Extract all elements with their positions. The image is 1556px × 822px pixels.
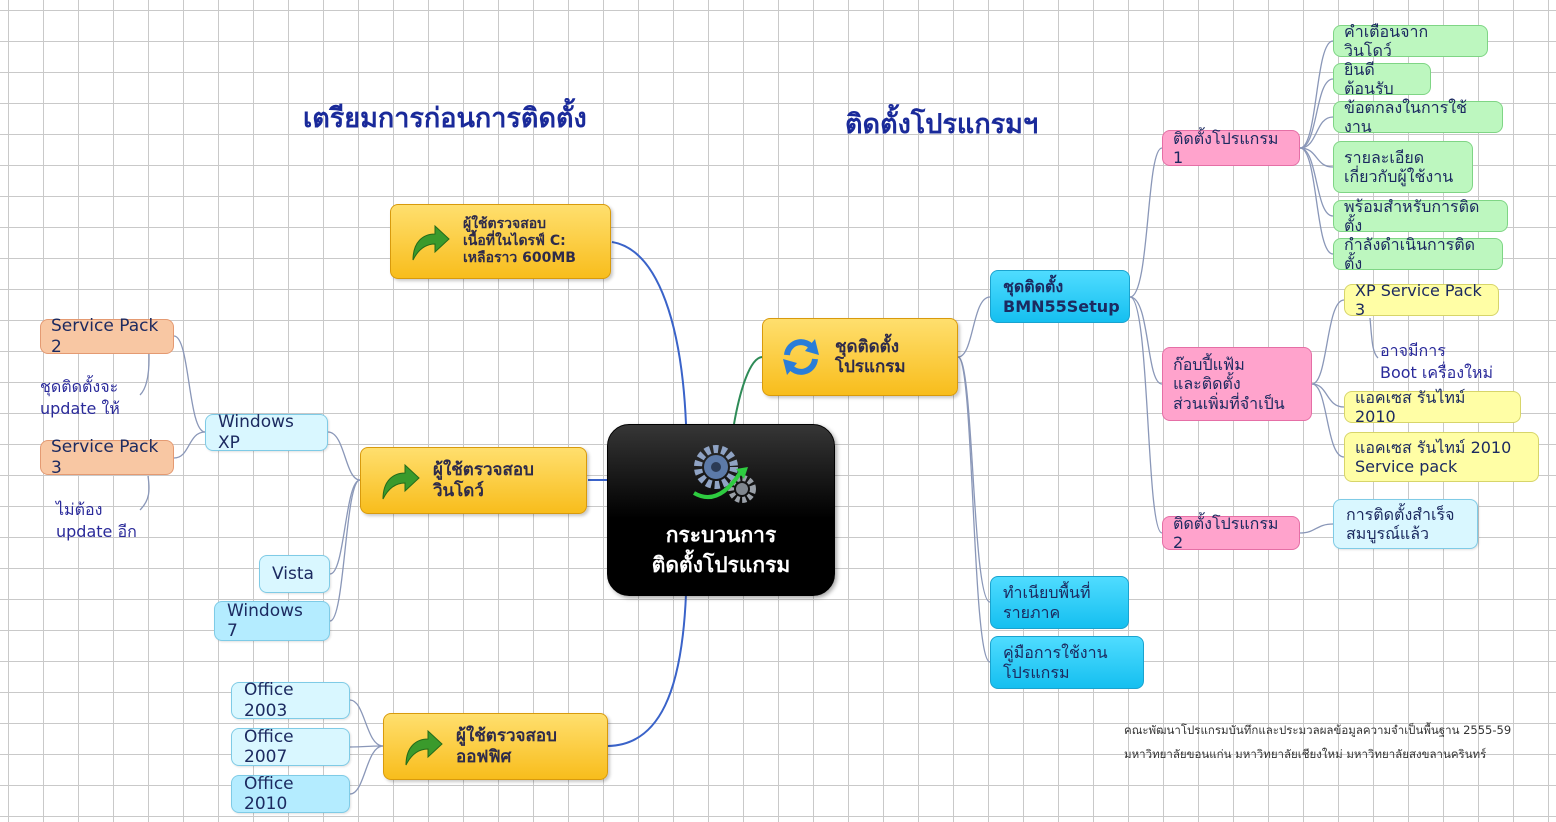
windows-check-label: ผู้ใช้ตรวจสอบ วินโดว์ <box>433 460 534 501</box>
install-2-node[interactable]: ติดตั้งโปรแกรม 2 <box>1162 514 1300 552</box>
complete-node[interactable]: การติดตั้งสำเร็จ สมบูรณ์แล้ว <box>1333 499 1478 549</box>
step-ready-node[interactable]: พร้อมสำหรับการติดตั้ง <box>1333 197 1508 235</box>
footer-credits: คณะพัฒนาโปรแกรมบันทึกและประมวลผลข้อมูลคว… <box>1124 719 1511 766</box>
no-update-note: ไม่ต้อง update อีก <box>56 500 137 542</box>
vista-node[interactable]: Vista <box>259 555 330 593</box>
footer-line-1: คณะพัฒนาโปรแกรมบันทึกและประมวลผลข้อมูลคว… <box>1124 723 1512 737</box>
heading-preparation: เตรียมการก่อนการติดตั้ง <box>303 103 587 134</box>
central-node[interactable]: กระบวนการ ติดตั้งโปรแกรม <box>607 424 835 596</box>
windows-check-node[interactable]: ผู้ใช้ตรวจสอบ วินโดว์ <box>360 447 587 514</box>
arrow-icon <box>382 463 420 499</box>
windows-xp-node[interactable]: Windows XP <box>205 412 328 453</box>
office-2003-node[interactable]: Office 2003 <box>231 680 350 721</box>
xp-sp3-node[interactable]: XP Service Pack 3 <box>1344 281 1499 319</box>
connector-line <box>611 241 687 425</box>
service-pack-2-node[interactable]: Service Pack 2 <box>40 316 174 357</box>
connector-line <box>607 593 687 747</box>
office-check-node[interactable]: ผู้ใช้ตรวจสอบ ออฟฟิศ <box>383 713 608 780</box>
access-runtime-node[interactable]: แอคเซส รันไทม์ 2010 <box>1344 388 1521 426</box>
refresh-icon <box>783 339 819 375</box>
arrow-icon <box>412 224 450 260</box>
install-set-label: ชุดติดตั้ง โปรแกรม <box>835 336 906 377</box>
install-set-node[interactable]: ชุดติดตั้ง โปรแกรม <box>762 318 958 396</box>
office-2007-node[interactable]: Office 2007 <box>231 727 350 767</box>
office-2010-node[interactable]: Office 2010 <box>231 774 350 814</box>
service-pack-3-node[interactable]: Service Pack 3 <box>40 437 174 478</box>
central-node-label: กระบวนการ ติดตั้งโปรแกรม <box>651 523 791 577</box>
footer-line-2: มหาวิทยาลัยขอนแก่น มหาวิทยาลัยเชียงใหม่ … <box>1124 746 1487 761</box>
heading-install: ติดตั้งโปรแกรมฯ <box>845 109 1039 140</box>
disk-check-node[interactable]: ผู้ใช้ตรวจสอบ เนื้อที่ในไดรฟ์ C: เหลือรา… <box>390 204 611 279</box>
arrow-icon <box>405 729 443 765</box>
step-welcome-node[interactable]: ยินดีต้อนรับ <box>1333 60 1431 98</box>
install-1-node[interactable]: ติดตั้งโปรแกรม 1 <box>1162 129 1300 167</box>
reboot-note: อาจมีการ Boot เครื่องใหม่ <box>1380 341 1494 383</box>
connector-line <box>733 356 763 425</box>
disk-check-label: ผู้ใช้ตรวจสอบ เนื้อที่ในไดรฟ์ C: เหลือรา… <box>463 216 576 266</box>
update-note: ชุดติดตั้งจะ update ให้ <box>40 377 120 419</box>
register-node[interactable]: ทำเนียบพื้นที่ รายภาค <box>990 576 1129 629</box>
step-installing-node[interactable]: กำลังดำเนินการติดตั้ง <box>1333 235 1503 273</box>
manual-node[interactable]: คู่มือการใช้งาน โปรแกรม <box>990 636 1144 689</box>
step-user-details-node[interactable]: รายละเอียด เกี่ยวกับผู้ใช้งาน <box>1333 141 1473 193</box>
office-check-label: ผู้ใช้ตรวจสอบ ออฟฟิศ <box>456 726 557 767</box>
access-runtime-sp-node[interactable]: แอคเซส รันไทม์ 2010 Service pack <box>1344 432 1539 482</box>
windows-7-node[interactable]: Windows 7 <box>214 601 330 641</box>
step-agreement-node[interactable]: ข้อตกลงในการใช้งาน <box>1333 98 1503 136</box>
gears-icon <box>692 445 756 503</box>
bmn-setup-node[interactable]: ชุดติดตั้ง BMN55Setup <box>990 270 1130 323</box>
copy-files-node[interactable]: ก๊อบปี้แฟ้ม และติดตั้ง ส่วนเพิ่มที่จำเป็… <box>1162 347 1312 421</box>
step-warning-node[interactable]: คำเตือนจาก วินโดว์ <box>1333 22 1488 60</box>
